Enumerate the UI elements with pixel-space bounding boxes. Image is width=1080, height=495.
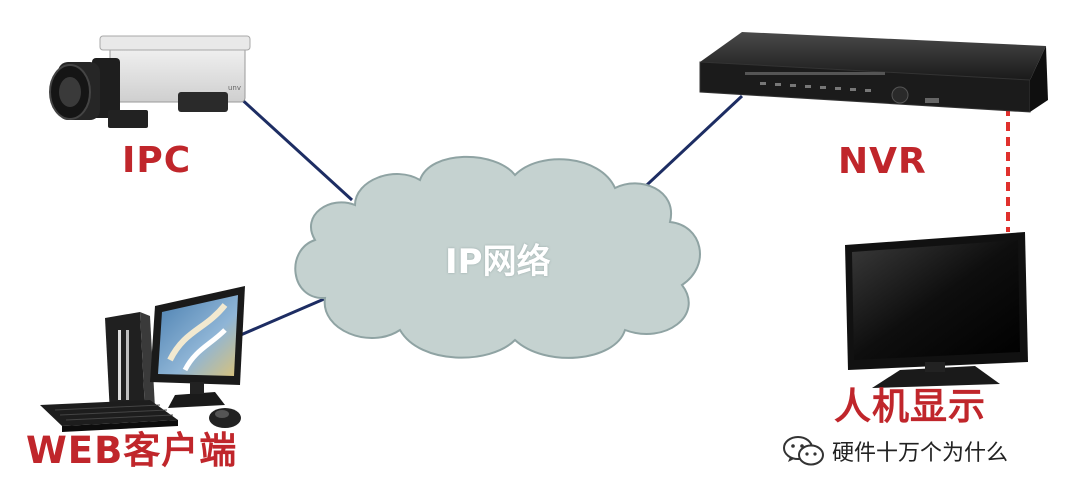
ip-camera-icon: unv [49,35,251,128]
ipc-label: IPC [122,140,192,181]
web-client-label: WEB客户端 [26,429,238,472]
cloud-icon [294,155,701,359]
wechat-icon [783,436,824,466]
network-label: IP网络 [445,242,551,282]
monitor-icon [845,232,1028,388]
svg-text:unv: unv [228,84,241,92]
nvr-label: NVR [838,141,927,182]
link-nvr-network [633,94,744,198]
watermark: 硬件十万个为什么 [782,434,1008,468]
display-label: 人机显示 [834,385,986,428]
link-ipc-network [236,94,354,202]
watermark-text: 硬件十万个为什么 [832,441,1009,466]
nvr-recorder-icon [699,32,1048,113]
desktop-pc-icon [40,286,245,432]
